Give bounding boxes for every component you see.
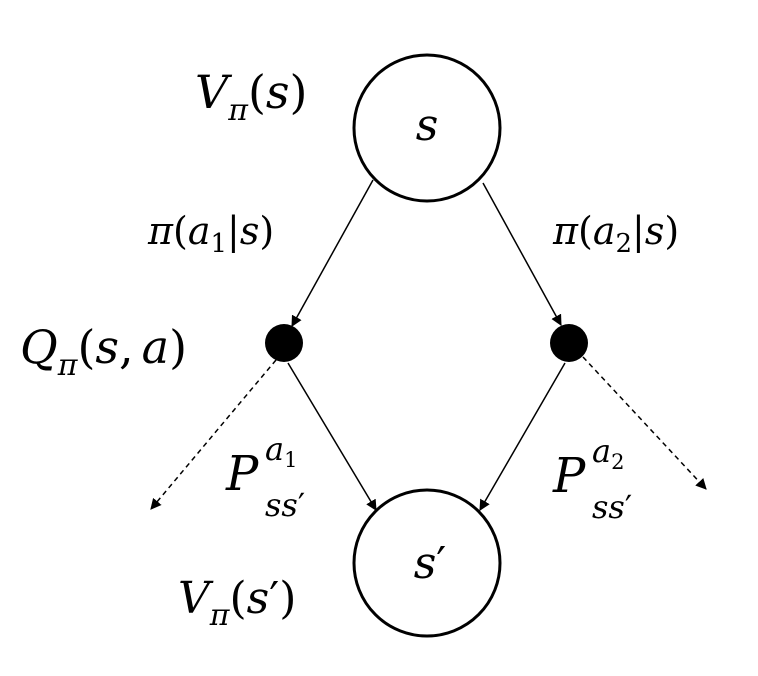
state-node-top xyxy=(352,53,502,203)
transition-arrow-right xyxy=(479,362,566,511)
state-value-label-bottom: Vπ(s′) xyxy=(178,573,296,633)
dashed-arrow-left xyxy=(150,359,277,510)
transition-label-right: P xyxy=(552,448,586,504)
transition-label-left: P xyxy=(225,446,259,502)
transition-label-left-subscript: ss′ xyxy=(265,486,305,524)
state-node-bottom xyxy=(352,488,502,638)
state-symbol-bottom: s′ xyxy=(414,538,447,589)
dashed-arrow-right xyxy=(582,356,707,490)
action-value-label: Qπ(s,a) xyxy=(20,320,187,383)
policy-label-left: π(a1|s) xyxy=(147,209,274,259)
action-node-left xyxy=(265,324,303,362)
policy-label-right: π(a2|s) xyxy=(552,209,679,259)
transition-label-right-superscript: a2 xyxy=(592,432,624,474)
state-symbol-top: s xyxy=(416,100,439,151)
action-node-right xyxy=(550,324,588,362)
state-value-label-top: Vπ(s) xyxy=(195,65,307,128)
transition-arrow-left xyxy=(287,362,377,511)
transition-label-right-subscript: ss′ xyxy=(592,488,632,526)
transition-label-left-superscript: a1 xyxy=(265,430,297,472)
policy-arrow-right xyxy=(482,182,562,326)
policy-arrow-left xyxy=(291,179,374,327)
